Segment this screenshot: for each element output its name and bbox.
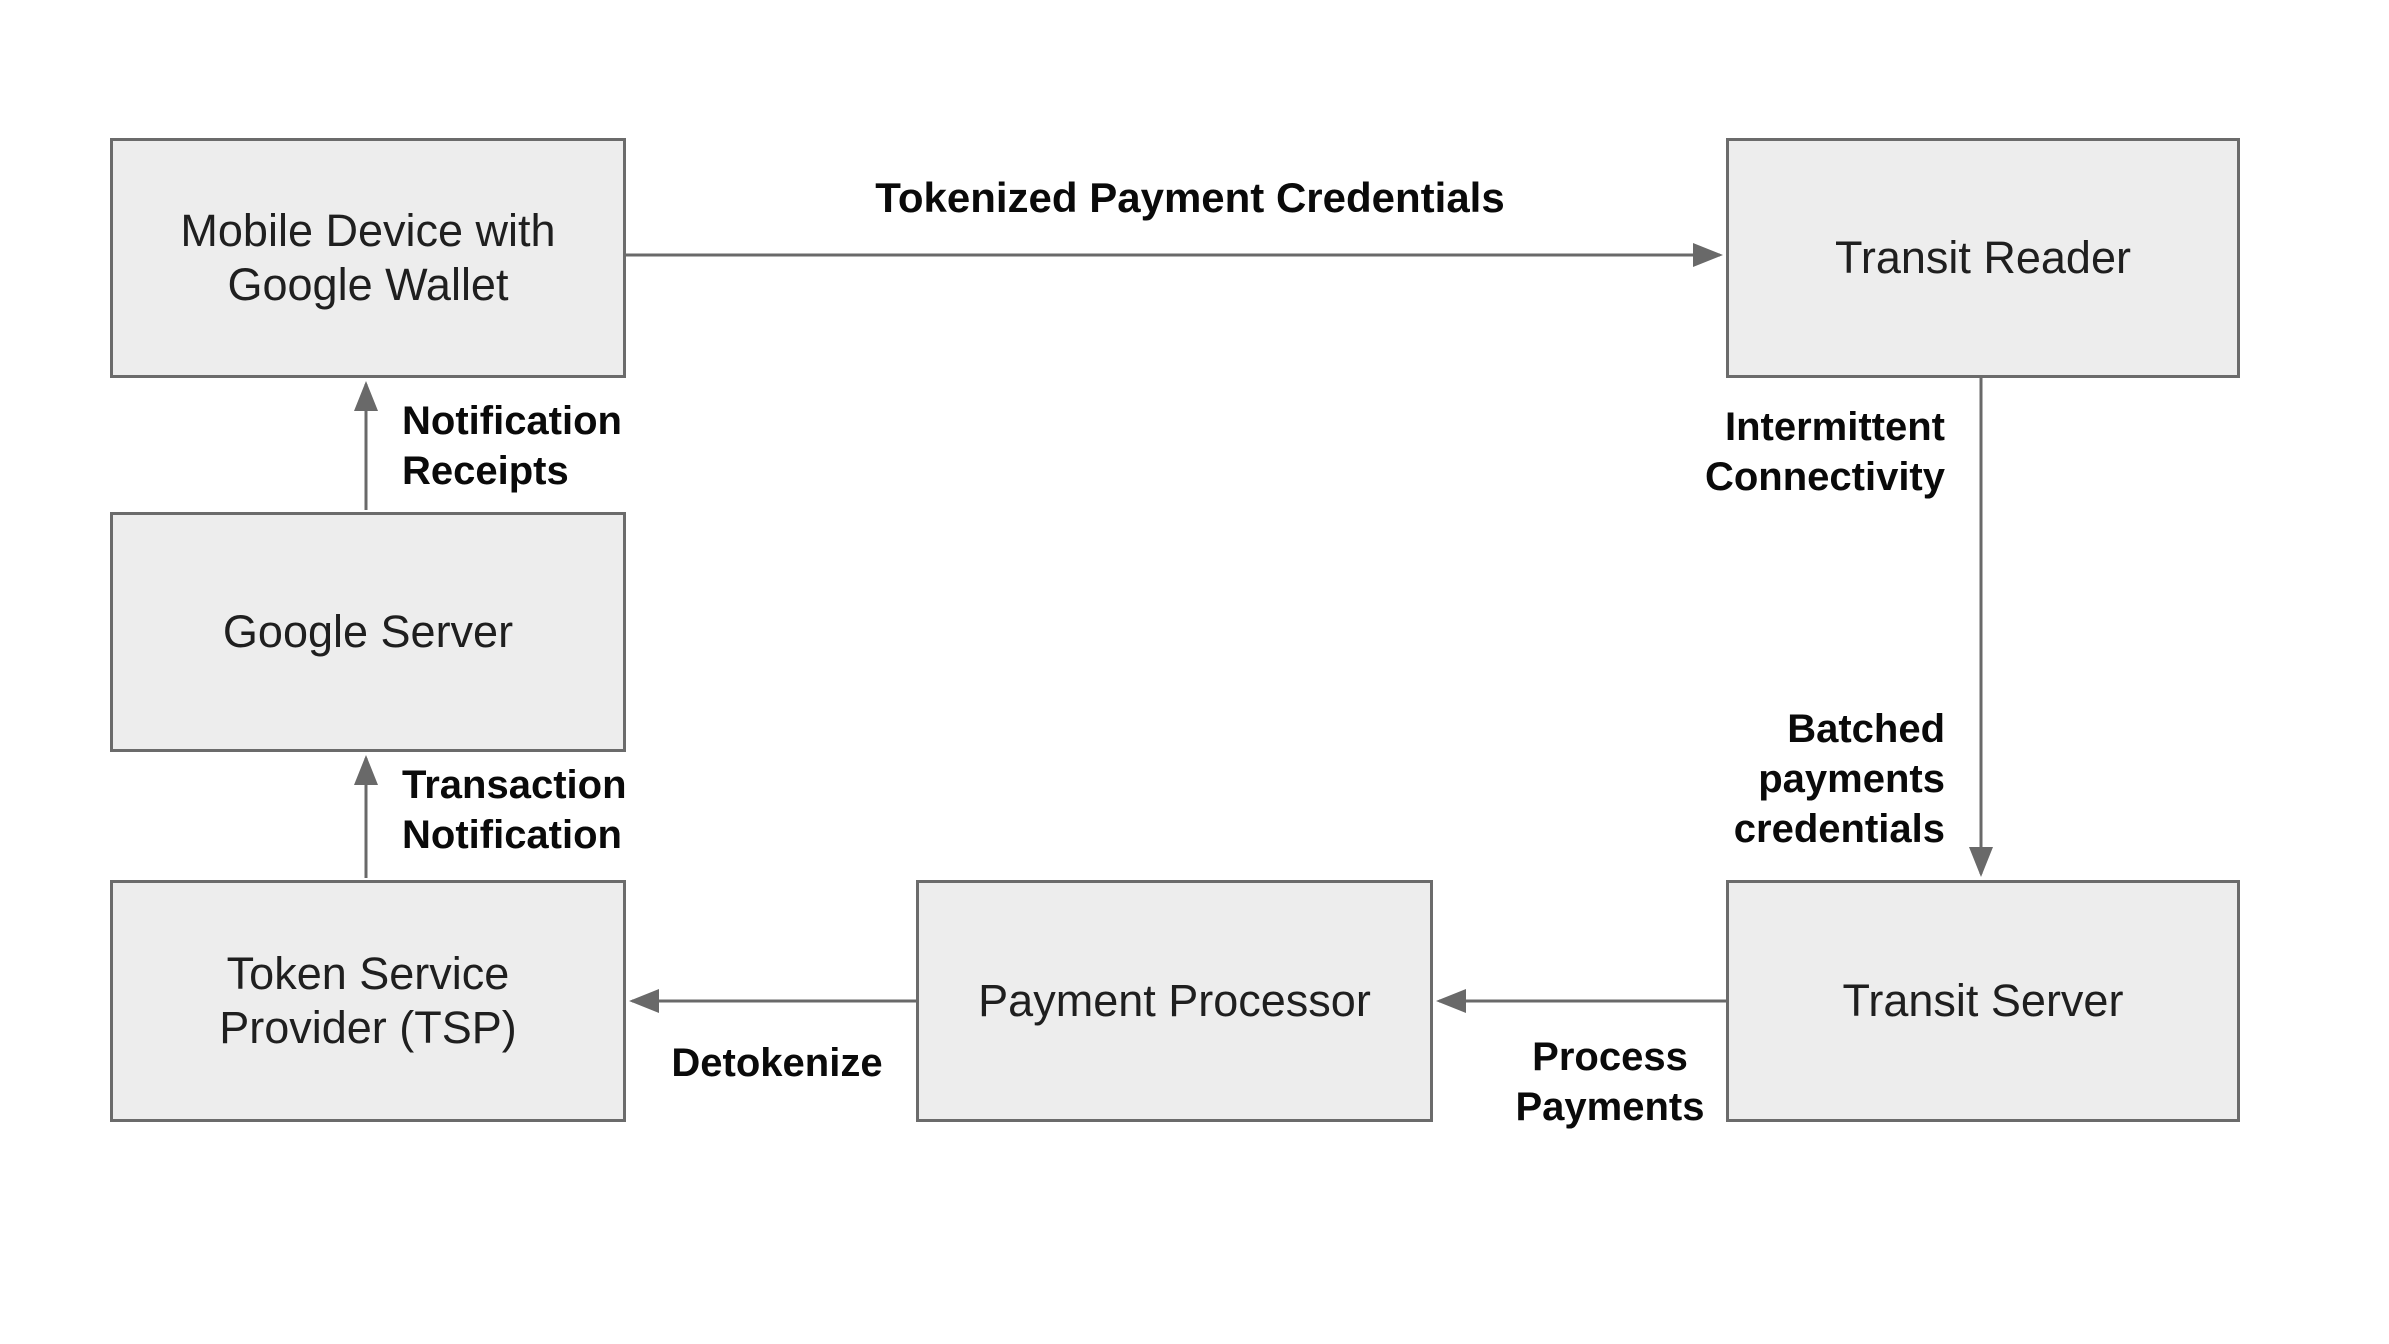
edge-label-batched-payments-credentials: Batched payments credentials xyxy=(1733,707,1945,851)
node-google-server: Google Server xyxy=(110,512,626,752)
node-token-service-provider: Token Service Provider (TSP) xyxy=(110,880,626,1122)
edge-label-process-payments: Process Payments xyxy=(1515,1035,1705,1129)
node-payment-processor: Payment Processor xyxy=(916,880,1433,1122)
edge-label-detokenize: Detokenize xyxy=(671,1041,883,1085)
node-transit-reader: Transit Reader xyxy=(1726,138,2240,378)
node-mobile-device-google-wallet: Mobile Device with Google Wallet xyxy=(110,138,626,378)
edge-label-intermittent-connectivity: Intermittent Connectivity xyxy=(1704,405,1945,499)
edge-label-transaction-notification: Transaction Notification xyxy=(402,763,627,857)
edge-label-tokenized-payment-credentials: Tokenized Payment Credentials xyxy=(875,174,1505,221)
edge-label-notification-receipts: Notification Receipts xyxy=(402,399,622,493)
node-transit-server: Transit Server xyxy=(1726,880,2240,1122)
